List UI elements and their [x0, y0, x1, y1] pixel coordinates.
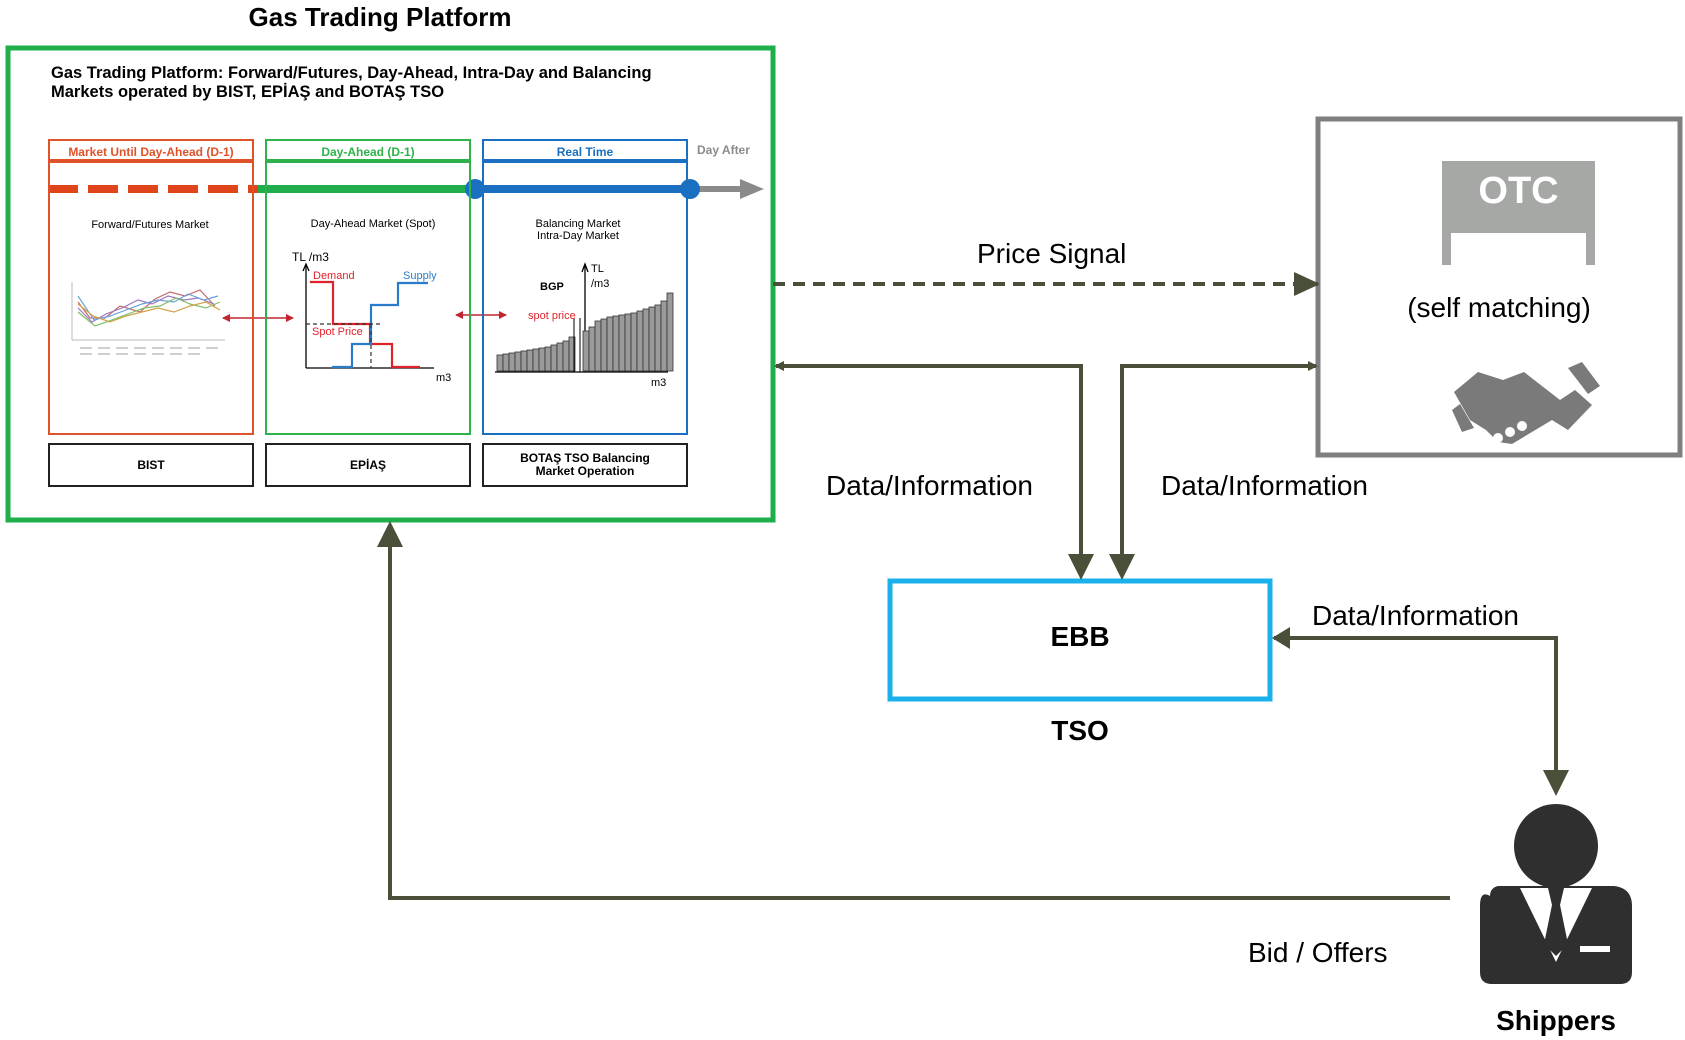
operator-box-epias: EPİAŞ	[265, 443, 471, 487]
price-signal-label: Price Signal	[977, 238, 1127, 269]
futures-mini-chart	[71, 282, 225, 355]
sd-y-label: TL /m3	[292, 250, 329, 264]
balancing-bar-chart	[495, 262, 674, 373]
shipper-person-icon	[1480, 804, 1632, 984]
operator-box-botas: BOTAŞ TSO Balancing Market Operation	[482, 443, 688, 487]
otc-label: OTC	[1478, 170, 1559, 212]
sd-demand-label: Demand	[313, 270, 355, 282]
market-title-day-ahead: Day-Ahead Market (Spot)	[310, 218, 436, 230]
data-link-otc-ebb	[1120, 361, 1318, 567]
shippers-label: Shippers	[1496, 1005, 1616, 1036]
sd-x-label: m3	[436, 372, 452, 384]
handshake-icon	[1452, 362, 1600, 444]
column-header-forward: Market Until Day-Ahead (D-1)	[48, 139, 254, 161]
data-info-right-label: Data/Information	[1161, 470, 1368, 501]
column-box-real-time	[482, 161, 688, 435]
bal-bgp-label: BGP	[540, 281, 564, 293]
timeline-node-2	[680, 179, 700, 199]
balancing-bar	[666, 292, 674, 372]
otc-caption: (self matching)	[1407, 292, 1591, 323]
data-info-left-label: Data/Information	[826, 470, 1033, 501]
platform-box	[5, 45, 776, 523]
balancing-bar	[568, 336, 576, 372]
bid-offers-arrow	[388, 535, 1450, 900]
page-title: Gas Trading Platform	[248, 2, 512, 32]
sd-spot-price-label: Spot Price	[312, 326, 363, 338]
bal-y-label: TL /m3	[591, 263, 610, 290]
sd-supply-label: Supply	[403, 270, 437, 282]
market-title-real-time: Balancing Market Intra-Day Market	[535, 218, 621, 242]
day-after-label: Day After	[697, 143, 750, 157]
bal-x-label: m3	[651, 377, 667, 389]
column-header-real-time: Real Time	[482, 139, 688, 161]
platform-heading: Gas Trading Platform: Forward/Futures, D…	[51, 64, 652, 101]
ebb-box	[887, 578, 1273, 702]
bal-spot-price-label: spot price	[528, 310, 576, 322]
otc-sign-shape	[1442, 161, 1595, 265]
column-box-day-ahead	[265, 161, 471, 435]
operator-box-bist: BIST	[48, 443, 254, 487]
data-link-ebb-shippers	[1274, 636, 1558, 780]
column-header-day-ahead: Day-Ahead (D-1)	[265, 139, 471, 161]
bid-offers-label: Bid / Offers	[1248, 937, 1388, 968]
tso-label: TSO	[1051, 715, 1109, 746]
market-title-forward: Forward/Futures Market	[91, 219, 209, 231]
supply-demand-chart	[302, 262, 434, 369]
data-info-shippers-label: Data/Information	[1312, 600, 1519, 631]
timeline-arrowhead	[740, 179, 764, 199]
data-link-platform-ebb	[774, 361, 1083, 567]
column-box-forward	[48, 161, 254, 435]
ebb-label: EBB	[1050, 621, 1110, 652]
